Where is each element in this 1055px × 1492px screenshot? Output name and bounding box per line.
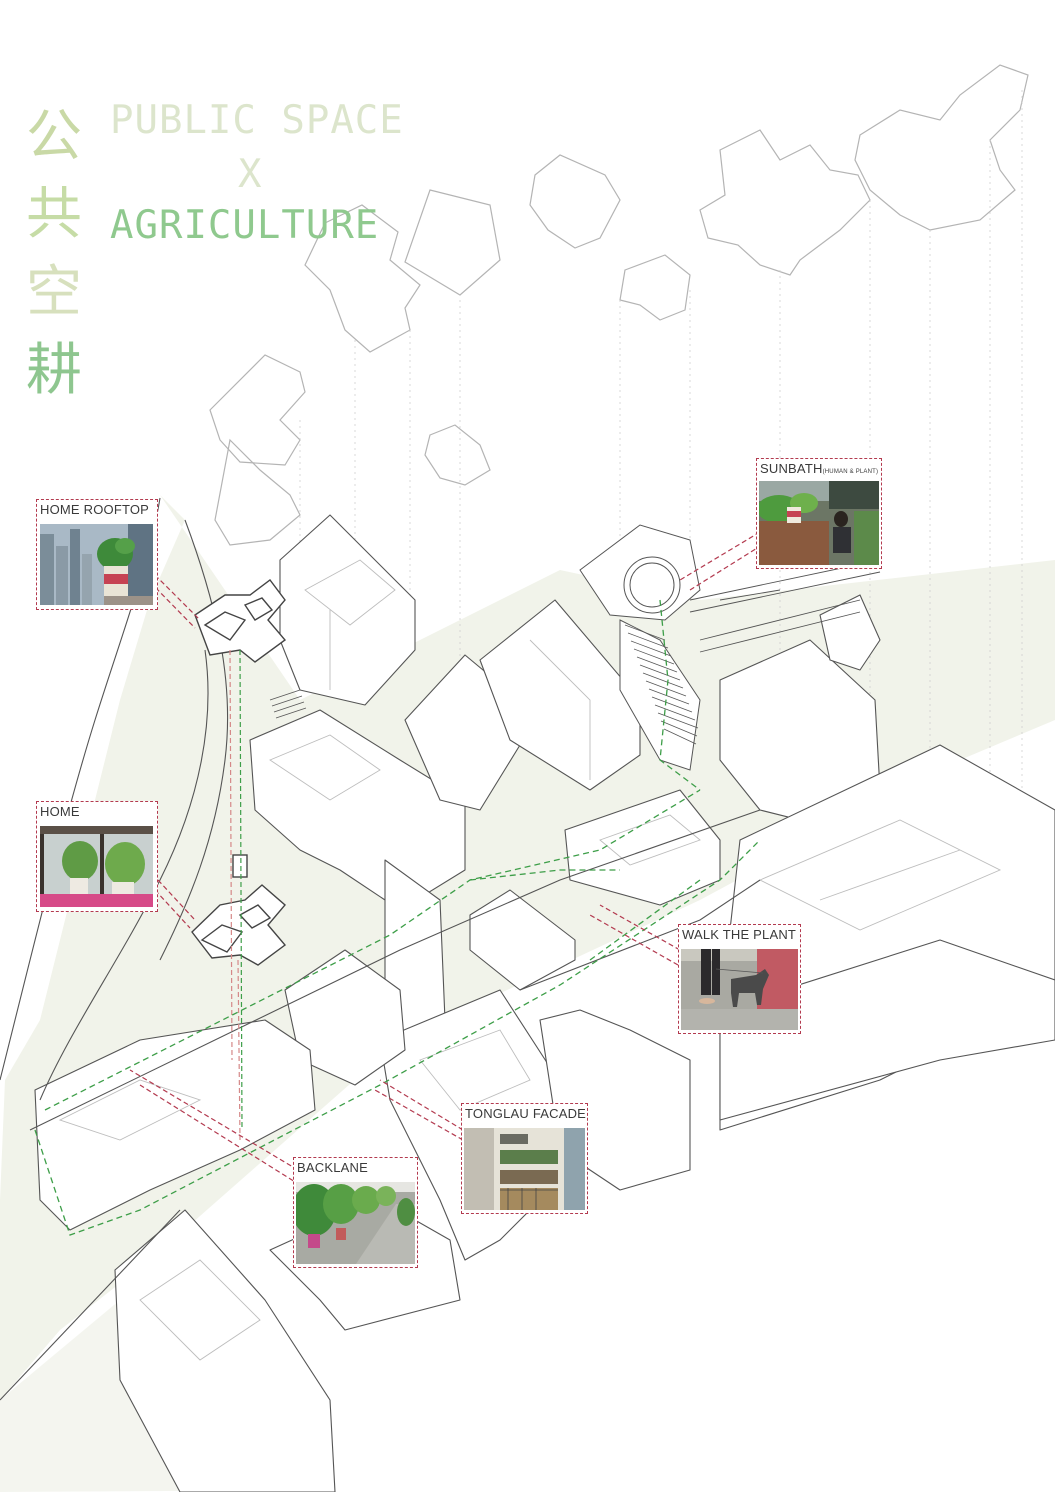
callout-label: TONGLAU FACADE	[465, 1106, 587, 1121]
chinese-char-1: 公	[26, 104, 82, 169]
building-center-right	[479, 599, 641, 791]
title-line-agriculture: AGRICULTURE	[110, 203, 380, 248]
background-building-outlines	[209, 64, 1029, 546]
building-detail-lines	[58, 559, 1002, 1361]
callout-sublabel: (HUMAN & PLANT)	[822, 469, 879, 475]
vertical-connectors	[229, 649, 243, 1141]
chinese-title: 公 共 空 耕	[22, 98, 86, 410]
callout-leaders	[129, 531, 763, 1186]
title-line-x: X	[238, 152, 262, 197]
photo-backlane	[296, 1182, 415, 1264]
building-bottom-right	[719, 939, 1055, 1121]
stair-treads	[269, 624, 699, 745]
callout-label: HOME	[40, 804, 80, 819]
photo-walk-the-plant	[681, 949, 798, 1030]
callout-label-main: SUNBATH	[760, 461, 823, 476]
callout-label: WALK THE PLANT	[682, 927, 797, 942]
callout-home: HOME	[36, 801, 158, 912]
building-far-right	[819, 594, 881, 671]
building-left-block	[249, 709, 466, 911]
callout-label: SUNBATH(HUMAN & PLANT)	[760, 461, 878, 476]
row-shophouses	[34, 1019, 316, 1231]
title-line-public-space: PUBLIC SPACE	[110, 98, 404, 143]
building-masses	[34, 514, 1055, 1492]
projection-lines	[299, 90, 1023, 860]
callout-label: HOME ROOFTOP	[40, 502, 150, 517]
callout-backlane: BACKLANE	[293, 1157, 418, 1268]
ramp-lines	[689, 559, 881, 653]
apartment-plan-home	[191, 854, 287, 966]
building-mid-upper	[279, 514, 416, 706]
callout-home-rooftop: HOME ROOFTOP	[36, 499, 158, 610]
chinese-char-3: 空	[26, 260, 82, 325]
callout-label: BACKLANE	[297, 1160, 368, 1175]
building-corner	[469, 889, 576, 991]
photo-tonglau-facade	[464, 1128, 585, 1210]
photo-home	[40, 826, 153, 907]
apartment-plan-rooftop	[194, 579, 287, 663]
photo-sunbath	[759, 481, 879, 565]
stair-park	[579, 524, 701, 771]
callout-sunbath: SUNBATH(HUMAN & PLANT)	[756, 458, 882, 569]
chinese-char-2: 共	[26, 182, 82, 247]
photo-home-rooftop	[40, 524, 153, 605]
callout-walk-the-plant: WALK THE PLANT	[678, 924, 801, 1034]
chinese-char-4: 耕	[26, 338, 82, 403]
green-route	[34, 599, 761, 1236]
callout-tonglau-facade: TONGLAU FACADE	[461, 1103, 588, 1214]
